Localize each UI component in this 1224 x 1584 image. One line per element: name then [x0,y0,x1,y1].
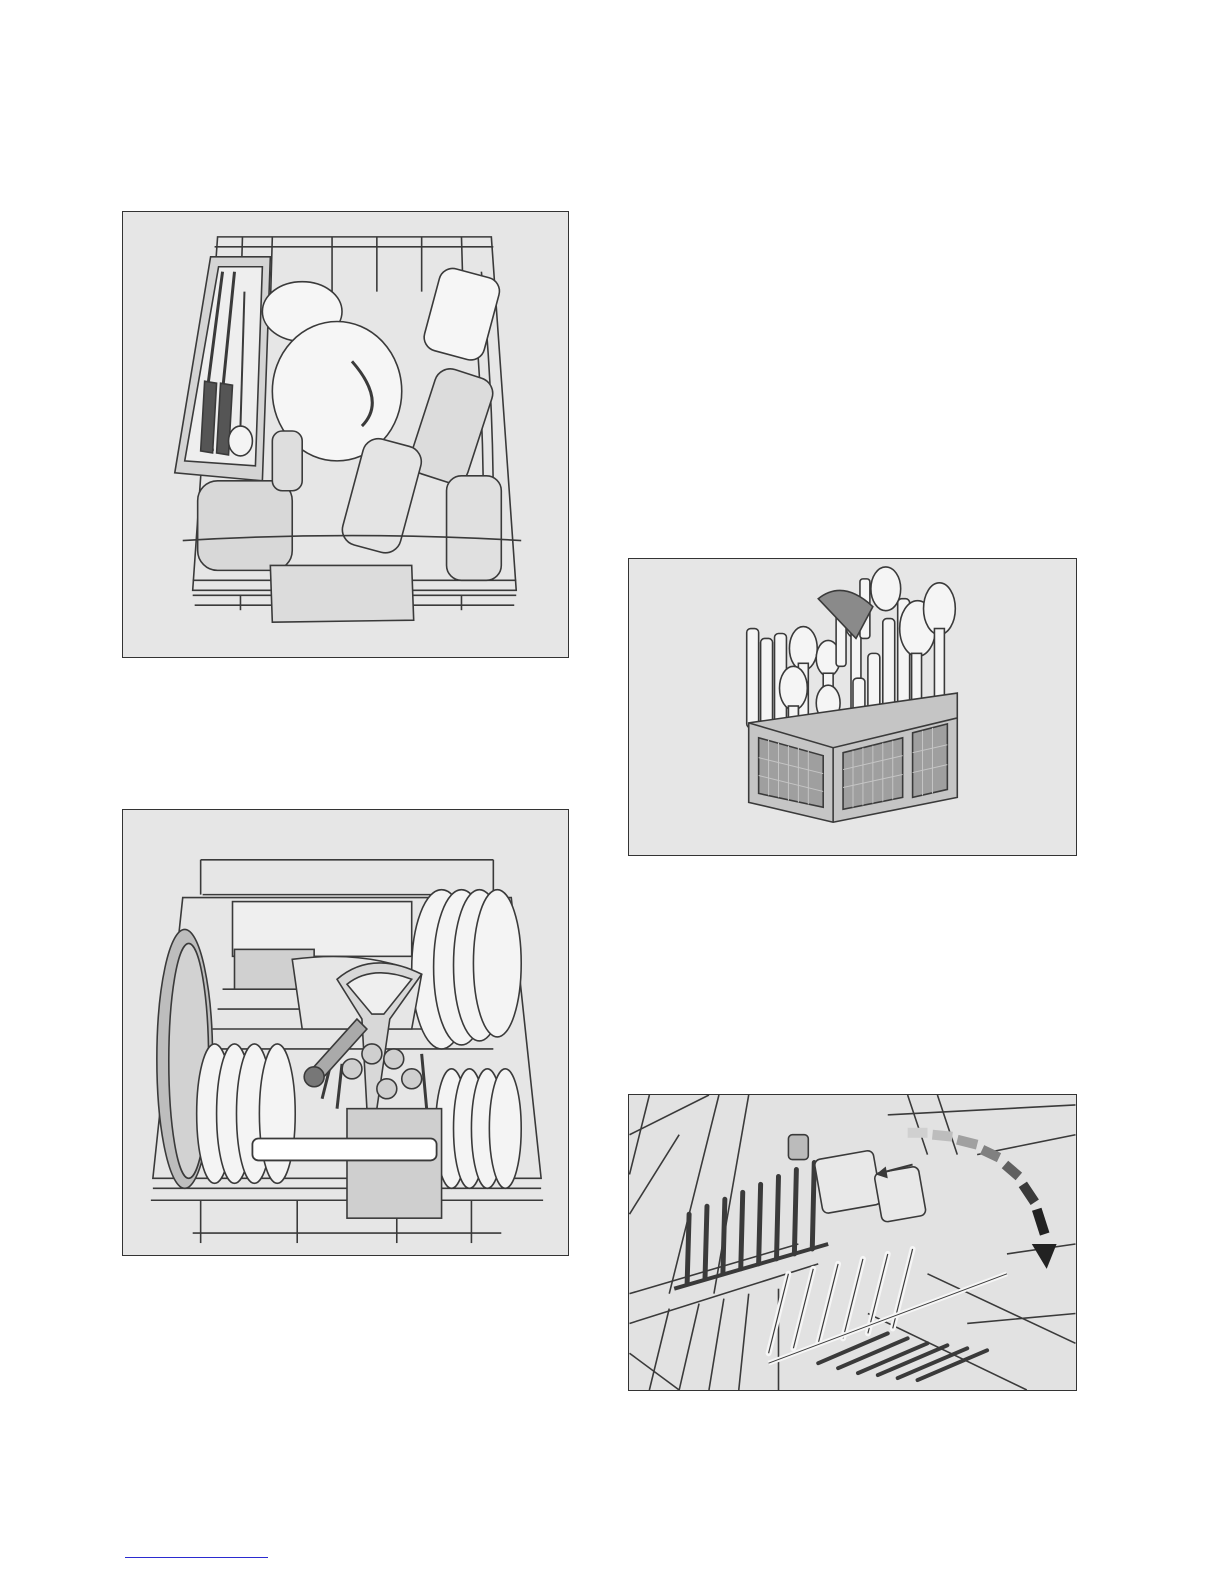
cutlery-basket-figure [628,558,1077,856]
cutlery-basket-illustration [629,559,1076,855]
dishwasher-lower-rack-illustration [123,810,568,1255]
folding-tines-figure [628,1094,1077,1391]
dishwasher-upper-rack-illustration [123,212,568,657]
folding-tines-illustration [629,1095,1076,1390]
lower-rack-figure [122,809,569,1256]
upper-rack-figure [122,211,569,658]
footer-rule [125,1557,268,1558]
